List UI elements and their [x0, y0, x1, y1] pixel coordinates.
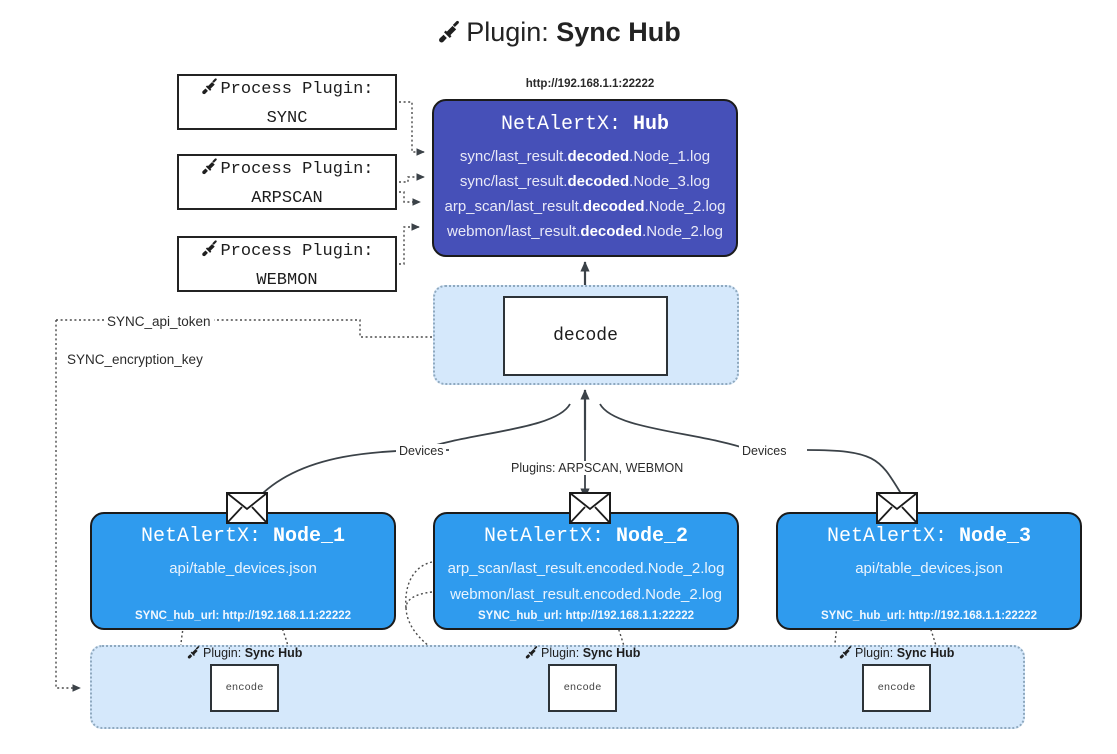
encode-box-3[interactable]: encode [862, 664, 931, 712]
hub-log-row: sync/last_result.decoded.Node_1.log [434, 144, 736, 169]
plugin-caption-name: Sync Hub [244, 646, 303, 660]
node-title-label: NetAlertX: [483, 525, 604, 548]
process-plugin-box-webmon[interactable]: Process Plugin: WEBMON [177, 236, 397, 292]
process-plugin-label: Process Plugin: [220, 242, 374, 261]
hub-url-label: http://192.168.1.1:22222 [525, 78, 655, 90]
plug-icon [436, 19, 462, 52]
node-line-list: arp_scan/last_result.encoded.Node_2.log … [435, 556, 737, 608]
node-box-2[interactable]: NetAlertX: Node_2 arp_scan/last_result.e… [433, 512, 739, 630]
node-title-label: NetAlertX: [140, 525, 261, 548]
hub-log-prefix: sync/last_result. [459, 148, 568, 165]
hub-log-mid: decoded [567, 173, 630, 190]
node-box-1[interactable]: NetAlertX: Node_1 api/table_devices.json… [90, 512, 396, 630]
encode-box-2[interactable]: encode [548, 664, 617, 712]
process-plugin-name: ARPSCAN [251, 189, 323, 208]
node-line: webmon/last_result.encoded.Node_2.log [450, 586, 722, 603]
page-title: Plugin: Sync Hub [0, 17, 1117, 52]
plug-icon [200, 157, 219, 186]
process-plugin-name: SYNC [266, 109, 308, 128]
hub-box[interactable]: NetAlertX: Hub sync/last_result.decoded.… [432, 99, 738, 257]
plugin-caption-2: Plugin: Sync Hub [524, 645, 640, 663]
hub-log-mid: decoded [580, 223, 643, 240]
hub-title-label: NetAlertX: [500, 113, 621, 136]
node-title-label: NetAlertX: [826, 525, 947, 548]
node-line-list: api/table_devices.json [92, 556, 394, 582]
process-plugin-label: Process Plugin: [220, 160, 374, 179]
hub-log-row: webmon/last_result.decoded.Node_2.log [434, 219, 736, 244]
node-title-name: Node_1 [273, 525, 346, 548]
plugin-caption-label: Plugin: [203, 646, 242, 660]
hub-log-prefix: arp_scan/last_result. [444, 198, 583, 215]
hub-log-suffix: .Node_2.log [644, 198, 726, 215]
node-title-name: Node_3 [959, 525, 1032, 548]
page-title-name: Sync Hub [556, 17, 681, 47]
process-plugin-label: Process Plugin: [220, 80, 374, 99]
decode-box[interactable]: decode [503, 296, 668, 376]
edge-label-encryption-key: SYNC_encryption_key [64, 352, 206, 367]
plugin-caption-label: Plugin: [541, 646, 580, 660]
process-plugin-box-sync[interactable]: Process Plugin: SYNC [177, 74, 397, 130]
page-title-label: Plugin: [466, 17, 549, 47]
node-title: NetAlertX: Node_1 [92, 525, 394, 548]
node-footer: SYNC_hub_url: http://192.168.1.1:22222 [477, 610, 695, 622]
envelope-icon [569, 492, 611, 524]
hub-log-prefix: sync/last_result. [459, 173, 568, 190]
plug-icon [186, 645, 201, 663]
node-footer: SYNC_hub_url: http://192.168.1.1:22222 [134, 610, 352, 622]
hub-log-suffix: .Node_2.log [642, 223, 723, 240]
node-title-name: Node_2 [616, 525, 689, 548]
envelope-icon [876, 492, 918, 524]
process-plugin-connectors [399, 101, 425, 265]
hub-title: NetAlertX: Hub [434, 113, 736, 136]
hub-log-prefix: webmon/last_result. [447, 223, 581, 240]
node-footer: SYNC_hub_url: http://192.168.1.1:22222 [820, 610, 1038, 622]
hub-title-name: Hub [633, 113, 670, 136]
process-plugin-label-row: Process Plugin: [179, 157, 395, 186]
plug-icon [200, 239, 219, 268]
node-line-list: api/table_devices.json [778, 556, 1080, 582]
hub-log-mid: decoded [582, 198, 645, 215]
node-box-3[interactable]: NetAlertX: Node_3 api/table_devices.json… [776, 512, 1082, 630]
hub-log-mid: decoded [567, 148, 630, 165]
hub-log-list: sync/last_result.decoded.Node_1.log sync… [434, 144, 736, 244]
hub-log-row: arp_scan/last_result.decoded.Node_2.log [434, 194, 736, 219]
node-line: api/table_devices.json [855, 560, 1003, 577]
process-plugin-name: WEBMON [256, 271, 318, 290]
node-title: NetAlertX: Node_2 [435, 525, 737, 548]
plugin-caption-1: Plugin: Sync Hub [186, 645, 302, 663]
plugin-caption-label: Plugin: [855, 646, 894, 660]
plug-icon [524, 645, 539, 663]
envelope-icon [226, 492, 268, 524]
node-line: arp_scan/last_result.encoded.Node_2.log [447, 560, 725, 577]
plug-icon [200, 77, 219, 106]
encode-box-1[interactable]: encode [210, 664, 279, 712]
plugin-caption-3: Plugin: Sync Hub [838, 645, 954, 663]
plugin-caption-name: Sync Hub [582, 646, 641, 660]
edge-label-plugins: Plugins: ARPSCAN, WEBMON [508, 461, 687, 475]
hub-log-suffix: .Node_1.log [629, 148, 711, 165]
node-title: NetAlertX: Node_3 [778, 525, 1080, 548]
plug-icon [838, 645, 853, 663]
process-plugin-label-row: Process Plugin: [179, 77, 395, 106]
edge-label-devices-right: Devices [739, 444, 790, 458]
node-line: api/table_devices.json [169, 560, 317, 577]
plugin-caption-name: Sync Hub [896, 646, 955, 660]
edge-label-api-token: SYNC_api_token [104, 314, 214, 329]
hub-log-suffix: .Node_3.log [629, 173, 711, 190]
process-plugin-box-arpscan[interactable]: Process Plugin: ARPSCAN [177, 154, 397, 210]
edge-label-devices-left: Devices [396, 444, 447, 458]
process-plugin-label-row: Process Plugin: [179, 239, 395, 268]
token-connectors [55, 319, 493, 692]
hub-log-row: sync/last_result.decoded.Node_3.log [434, 169, 736, 194]
